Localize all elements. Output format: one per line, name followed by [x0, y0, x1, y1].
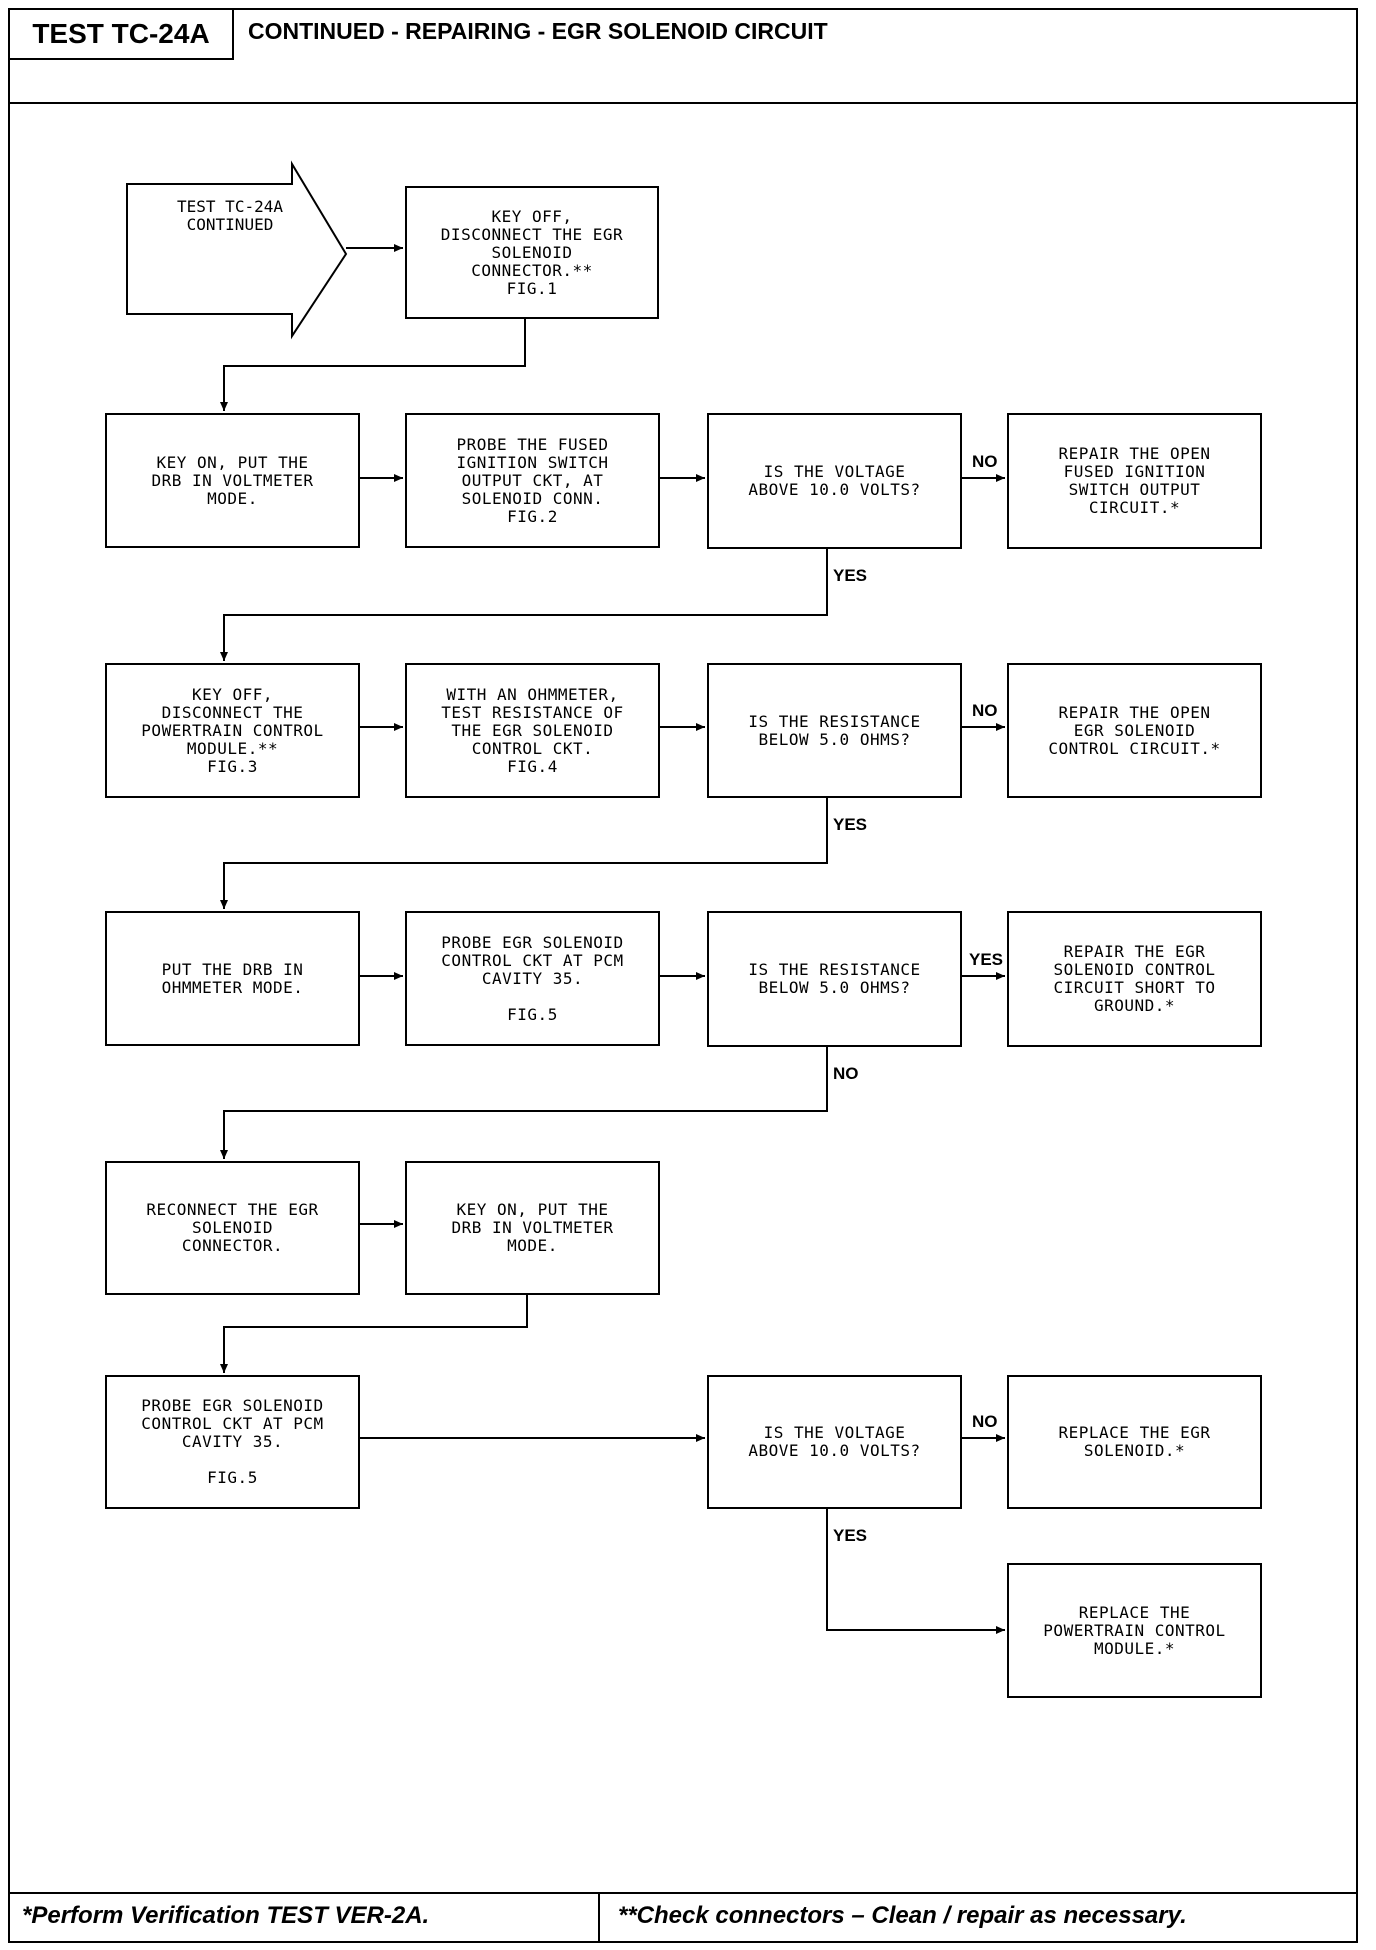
step-disconnect-pcm: KEY OFF, DISCONNECT THE POWERTRAIN CONTR… — [105, 663, 360, 798]
step-drb-ohmmeter-mode: PUT THE DRB IN OHMMETER MODE. — [105, 911, 360, 1046]
test-id-badge: TEST TC-24A — [8, 8, 234, 60]
step-reconnect-egr-connector: RECONNECT THE EGR SOLENOID CONNECTOR. — [105, 1161, 360, 1295]
branch-yes-label: YES — [833, 815, 868, 834]
branch-no-label: NO — [972, 701, 998, 720]
step-replace-pcm: REPLACE THE POWERTRAIN CONTROL MODULE.* — [1007, 1563, 1262, 1698]
decision-voltage-above-10: IS THE VOLTAGE ABOVE 10.0 VOLTS? — [707, 1375, 962, 1509]
branch-yes-label: YES — [833, 1526, 868, 1545]
step-repair-fused-ignition-circuit: REPAIR THE OPEN FUSED IGNITION SWITCH OU… — [1007, 413, 1262, 549]
step-probe-pcm-cavity-35: PROBE EGR SOLENOID CONTROL CKT AT PCM CA… — [405, 911, 660, 1046]
step-disconnect-egr-connector: KEY OFF, DISCONNECT THE EGR SOLENOID CON… — [405, 186, 659, 319]
step-test-resistance-egr-control: WITH AN OHMMETER, TEST RESISTANCE OF THE… — [405, 663, 660, 798]
branch-no-label: NO — [972, 1412, 998, 1431]
branch-no-label: NO — [972, 452, 998, 471]
start-arrow-shape — [126, 160, 348, 340]
footer-divider — [598, 1892, 600, 1943]
branch-yes-label: YES — [969, 950, 1004, 969]
step-repair-short-to-ground: REPAIR THE EGR SOLENOID CONTROL CIRCUIT … — [1007, 911, 1262, 1047]
step-repair-open-egr-control: REPAIR THE OPEN EGR SOLENOID CONTROL CIR… — [1007, 663, 1262, 798]
decision-voltage-above-10: IS THE VOLTAGE ABOVE 10.0 VOLTS? — [707, 413, 962, 549]
step-probe-pcm-cavity-35: PROBE EGR SOLENOID CONTROL CKT AT PCM CA… — [105, 1375, 360, 1509]
step-replace-egr-solenoid: REPLACE THE EGR SOLENOID.* — [1007, 1375, 1262, 1509]
start-label: TEST TC-24A CONTINUED — [177, 197, 283, 234]
branch-no-label: NO — [833, 1064, 859, 1083]
decision-resistance-below-5: IS THE RESISTANCE BELOW 5.0 OHMS? — [707, 663, 962, 798]
footnote-verification: *Perform Verification TEST VER-2A. — [22, 1902, 430, 1929]
step-key-on-voltmeter: KEY ON, PUT THE DRB IN VOLTMETER MODE. — [405, 1161, 660, 1295]
branch-yes-label: YES — [833, 566, 868, 585]
footnote-check-connectors: **Check connectors – Clean / repair as n… — [618, 1902, 1187, 1929]
decision-resistance-below-5: IS THE RESISTANCE BELOW 5.0 OHMS? — [707, 911, 962, 1047]
page-title: CONTINUED - REPAIRING - EGR SOLENOID CIR… — [248, 18, 828, 44]
step-key-on-voltmeter: KEY ON, PUT THE DRB IN VOLTMETER MODE. — [105, 413, 360, 548]
footer-bar — [8, 1892, 1358, 1943]
step-probe-fused-ignition: PROBE THE FUSED IGNITION SWITCH OUTPUT C… — [405, 413, 660, 548]
